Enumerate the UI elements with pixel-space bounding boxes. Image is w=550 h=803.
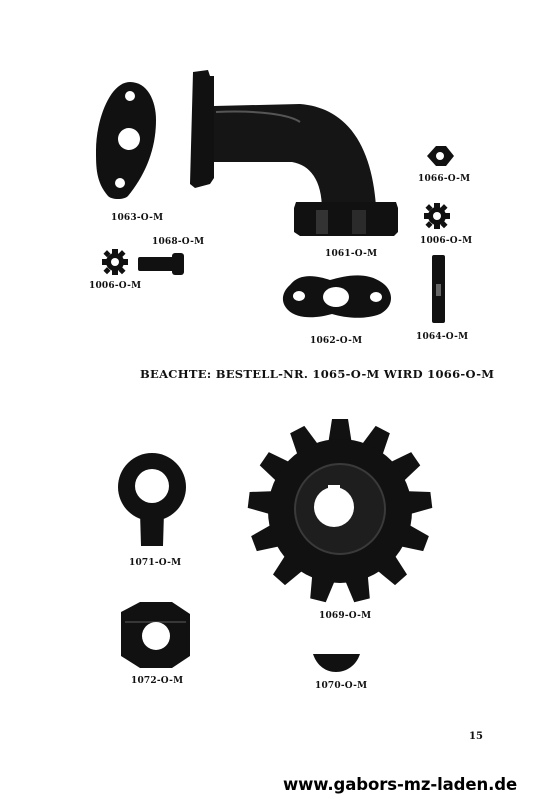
part-label-1068: 1068-O-M bbox=[152, 237, 205, 247]
hex-nut-small-drawing bbox=[427, 146, 454, 166]
part-label-1063: 1063-O-M bbox=[111, 213, 164, 223]
tab-washer-drawing bbox=[118, 453, 186, 546]
exhaust-elbow-drawing bbox=[190, 70, 398, 236]
flange-gasket-drawing bbox=[96, 82, 156, 199]
page-number: 15 bbox=[469, 731, 483, 742]
bolt-drawing bbox=[138, 253, 184, 275]
order-number-note: BEACHTE: BESTELL-NR. 1065-O-M WIRD 1066-… bbox=[140, 367, 495, 381]
part-label-1006-left: 1006-O-M bbox=[89, 281, 142, 291]
hex-nut-large-drawing bbox=[121, 602, 190, 668]
part-label-1072: 1072-O-M bbox=[131, 676, 184, 686]
part-label-1061: 1061-O-M bbox=[325, 249, 378, 259]
part-label-1066: 1066-O-M bbox=[418, 174, 471, 184]
part-label-1069: 1069-O-M bbox=[319, 611, 372, 621]
lock-washer-right-drawing bbox=[424, 203, 450, 229]
oval-gasket-drawing bbox=[282, 275, 392, 318]
lock-washer-left-drawing bbox=[102, 249, 128, 275]
sprocket-drawing bbox=[247, 419, 433, 603]
part-label-1006-right: 1006-O-M bbox=[420, 236, 473, 246]
part-label-1064: 1064-O-M bbox=[416, 332, 469, 342]
woodruff-key-drawing bbox=[313, 654, 360, 672]
stud-drawing bbox=[432, 255, 445, 323]
part-label-1071: 1071-O-M bbox=[129, 558, 182, 568]
website-url: www.gabors-mz-laden.de bbox=[283, 775, 518, 794]
part-label-1070: 1070-O-M bbox=[315, 681, 368, 691]
part-label-1062: 1062-O-M bbox=[310, 336, 363, 346]
